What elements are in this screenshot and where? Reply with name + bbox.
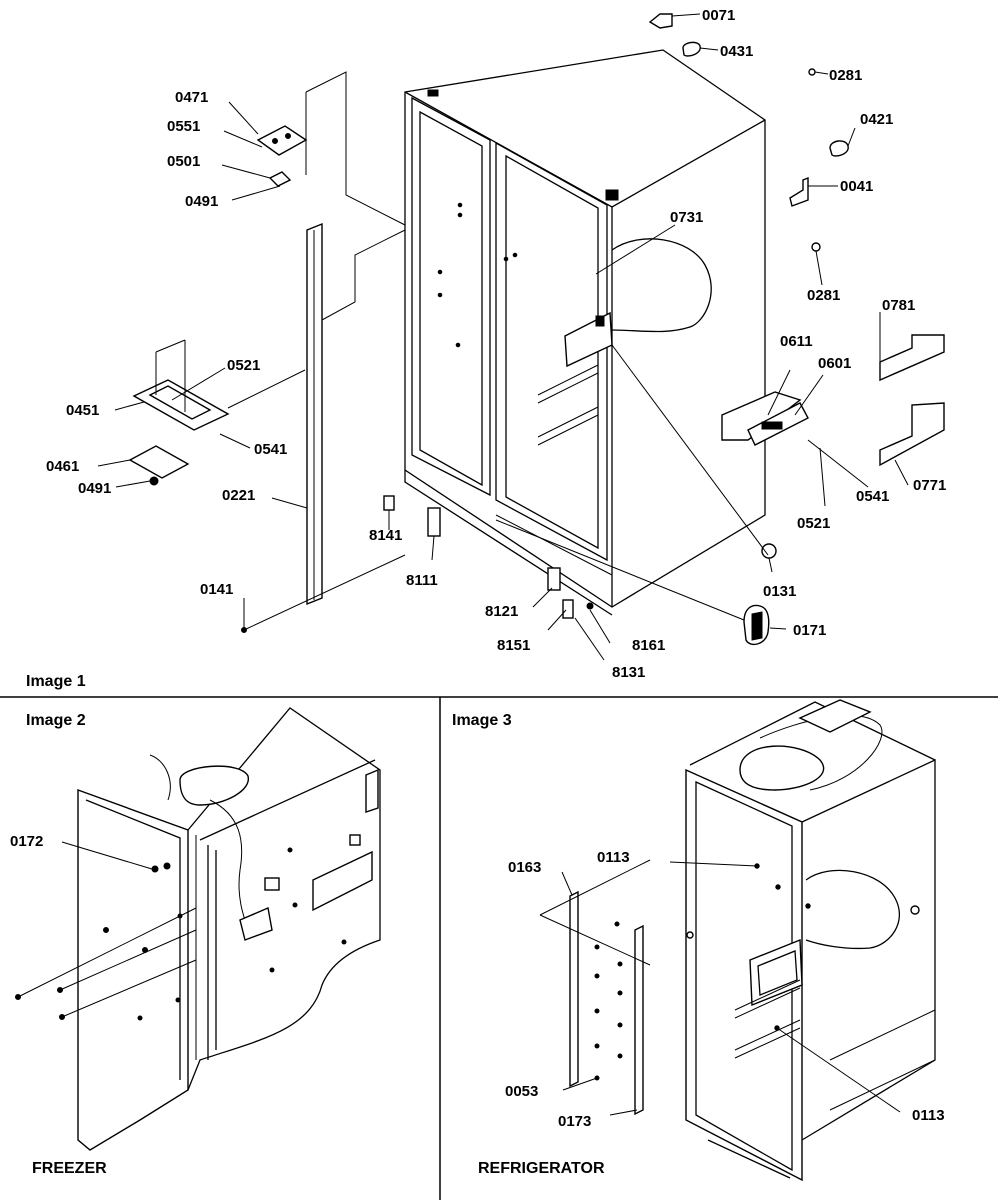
callout-0731: 0731 — [670, 209, 703, 226]
callout-0053: 0053 — [505, 1083, 538, 1100]
callout-0521: 0521 — [227, 357, 260, 374]
callout-8111: 8111 — [406, 572, 438, 589]
image3-caption: Image 3 — [452, 712, 512, 729]
panel-dividers — [0, 696, 998, 1200]
hinge-bracket-bottom — [128, 229, 406, 486]
callout-0541-b: 0541 — [856, 488, 889, 505]
callout-8161: 8161 — [632, 637, 665, 654]
callout-0281: 0281 — [829, 67, 862, 84]
callout-0172: 0172 — [10, 833, 43, 850]
callout-0551: 0551 — [167, 118, 200, 135]
image3-refrigerator — [539, 699, 936, 1182]
callout-0041: 0041 — [840, 178, 873, 195]
callout-8131: 8131 — [612, 664, 645, 681]
callout-0113: 0113 — [597, 849, 630, 866]
callout-8151: 8151 — [497, 637, 530, 654]
callout-0171: 0171 — [793, 622, 826, 639]
callout-0611: 0611 — [780, 333, 813, 350]
callout-8141: 8141 — [369, 527, 402, 544]
callout-0451: 0451 — [66, 402, 99, 419]
callout-8121: 8121 — [485, 603, 518, 620]
freezer-title: FREEZER — [32, 1160, 107, 1177]
callout-0491: 0491 — [185, 193, 218, 210]
callout-0163: 0163 — [508, 859, 541, 876]
callout-0221: 0221 — [222, 487, 255, 504]
hinge-bracket-top — [256, 71, 406, 226]
callout-0461: 0461 — [46, 458, 79, 475]
callout-0421: 0421 — [860, 111, 893, 128]
callout-0471: 0471 — [175, 89, 208, 106]
callout-0131: 0131 — [763, 583, 796, 600]
callout-0281-b: 0281 — [807, 287, 840, 304]
callout-0173: 0173 — [558, 1113, 591, 1130]
callout-0071: 0071 — [702, 7, 735, 24]
callout-0113-b: 0113 — [912, 1107, 945, 1124]
image1-cabinet — [404, 49, 766, 616]
refrigerator-title: REFRIGERATOR — [478, 1160, 605, 1177]
callout-0781: 0781 — [882, 297, 915, 314]
image2-caption: Image 2 — [26, 712, 86, 729]
leader-lines-image1 — [97, 13, 909, 661]
callout-0431: 0431 — [720, 43, 753, 60]
callouts-image1: 0071 0431 0281 0421 0041 0471 0551 0501 … — [46, 7, 946, 681]
small-fasteners — [241, 13, 849, 646]
callout-0771: 0771 — [913, 477, 946, 494]
callout-0541: 0541 — [254, 441, 287, 458]
callout-0501: 0501 — [167, 153, 200, 170]
image2-freezer — [15, 707, 381, 1151]
callout-0521-b: 0521 — [797, 515, 830, 532]
image1-caption: Image 1 — [26, 673, 86, 690]
callout-0141: 0141 — [200, 581, 233, 598]
callout-0601: 0601 — [818, 355, 851, 372]
side-panel-0221 — [306, 222, 323, 606]
side-trim-parts — [721, 334, 945, 467]
callout-0491-b: 0491 — [78, 480, 111, 497]
